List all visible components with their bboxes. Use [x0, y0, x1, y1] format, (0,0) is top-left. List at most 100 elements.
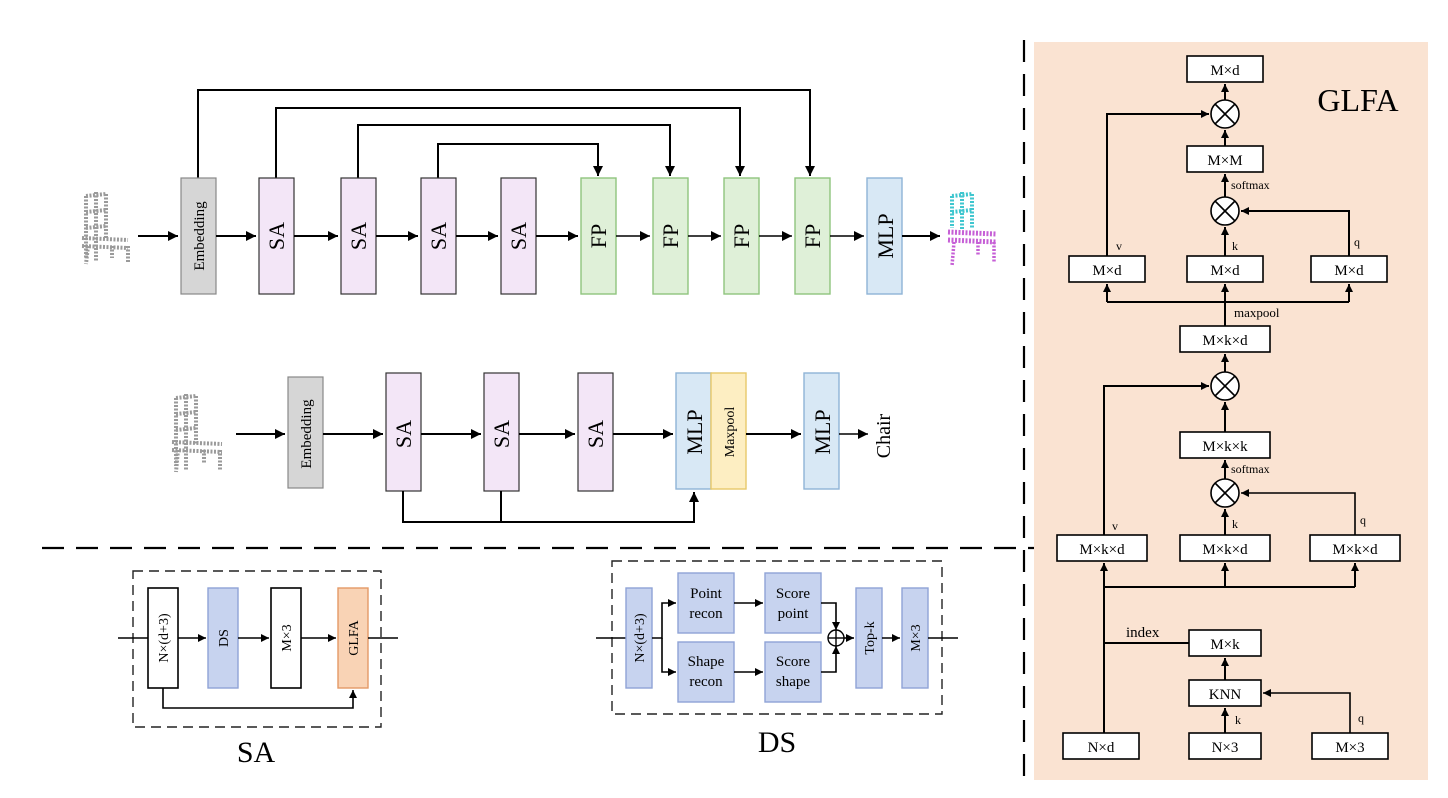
cls-mlp-block-2: [803, 372, 840, 490]
ds-block-detail: N×(d+3) Point recon Shape recon Score po…: [596, 560, 958, 759]
seg-sa-label-2: SA: [346, 222, 371, 250]
ds-add-icon: [827, 629, 845, 647]
sa-input-label: N×(d+3): [157, 613, 172, 663]
glfa-k-top-box: [1186, 255, 1264, 283]
cls-embedding-block: [287, 376, 324, 489]
glfa-title: GLFA: [1317, 82, 1398, 118]
glfa-v-top-label: M×d: [1092, 263, 1122, 279]
ds-shape-recon-line2: recon: [689, 674, 723, 690]
glfa-out-label: M×d: [1210, 63, 1240, 79]
ds-caption: DS: [758, 726, 796, 759]
glfa-q-label-mid: q: [1360, 513, 1366, 527]
glfa-mkk-box: [1179, 431, 1271, 459]
glfa-softmax-mid: softmax: [1231, 462, 1270, 476]
glfa-mkd-top-label: M×k×d: [1202, 333, 1248, 349]
seg-sa-label-4: SA: [506, 222, 531, 250]
cls-sa-label-2: SA: [489, 420, 514, 448]
seg-fp-label-4: FP: [800, 224, 825, 248]
ds-input-box: [625, 587, 653, 689]
ds-score-shape-line1: Score: [776, 654, 810, 670]
glfa-out-box: [1186, 55, 1264, 83]
cls-input-chair-pointcloud: [171, 394, 223, 473]
cls-sa-label-1: SA: [391, 420, 416, 448]
classification-pipeline: Embedding SA SA SA MLP Maxpool MLP Chair: [171, 372, 895, 523]
seg-sa-label-3: SA: [426, 222, 451, 250]
glfa-k-top-label: M×d: [1210, 263, 1240, 279]
ds-point-recon-line1: Point: [690, 586, 723, 602]
seg-embedding-block: [180, 177, 217, 295]
glfa-mk-label: M×k: [1210, 637, 1240, 653]
cls-output-label: Chair: [873, 413, 895, 458]
sa-caption: SA: [237, 736, 276, 769]
seg-embedding-label: Embedding: [192, 201, 208, 271]
glfa-m3-label: M×3: [1335, 740, 1364, 756]
glfa-v-top-box: [1068, 255, 1146, 283]
glfa-k-mid-label: M×k×d: [1202, 542, 1248, 558]
seg-fp-block-3: [723, 177, 760, 295]
ds-topk-label: Top-k: [863, 621, 878, 654]
seg-fp-block-4: [794, 177, 831, 295]
glfa-matmul-icon-4: [1210, 478, 1240, 508]
glfa-matmul-icon-top: [1210, 99, 1240, 129]
glfa-k-label-top: k: [1232, 239, 1238, 253]
glfa-q-mid-box: [1309, 534, 1401, 562]
glfa-nd-label: N×d: [1088, 740, 1115, 756]
glfa-v-mid-label: M×k×d: [1079, 542, 1125, 558]
seg-fp-label-3: FP: [729, 224, 754, 248]
seg-fp-label-1: FP: [586, 224, 611, 248]
glfa-index-label: index: [1126, 625, 1160, 641]
glfa-q-mid-label: M×k×d: [1332, 542, 1378, 558]
glfa-knn-label: KNN: [1209, 687, 1242, 703]
segmentation-pipeline: Embedding SA SA SA SA FP FP FP FP MLP: [81, 89, 997, 295]
sa-ds-label: DS: [217, 629, 232, 647]
cls-mlp-label-2: MLP: [810, 409, 835, 454]
ds-point-recon-box: [677, 572, 735, 634]
glfa-mm-label: M×M: [1207, 153, 1242, 169]
ds-score-point-line2: point: [778, 606, 810, 622]
cls-embedding-label: Embedding: [299, 399, 315, 469]
ds-point-recon-line2: recon: [689, 606, 723, 622]
ds-score-shape-box: [764, 641, 822, 703]
glfa-mk-box: [1188, 629, 1262, 657]
ds-score-point-line1: Score: [776, 586, 810, 602]
glfa-k-label-bot: k: [1235, 713, 1241, 727]
cls-maxpool-block: [710, 372, 747, 490]
glfa-v-label-top: v: [1116, 239, 1122, 253]
glfa-v-mid-box: [1056, 534, 1148, 562]
sa-ds-box: [207, 587, 239, 689]
glfa-softmax-top: softmax: [1231, 178, 1270, 192]
sa-block-detail: N×(d+3) DS M×3 GLFA SA: [118, 570, 398, 769]
glfa-v-label-mid: v: [1112, 519, 1118, 533]
sa-m3-label: M×3: [280, 624, 295, 651]
glfa-q-label-bot: q: [1358, 711, 1364, 725]
sa-m3-box: [270, 587, 302, 689]
glfa-k-label-mid: k: [1232, 517, 1238, 531]
cls-sa-label-3: SA: [583, 420, 608, 448]
ds-input-label: N×(d+3): [633, 613, 648, 663]
glfa-mkd-top-box: [1179, 325, 1271, 353]
glfa-detail: GLFA M×d M×M softmax M×d M×d M×d v k q: [1056, 55, 1401, 760]
seg-sa-block-1: [258, 177, 295, 295]
glfa-nd-box: [1062, 732, 1140, 760]
glfa-q-label-top: q: [1354, 235, 1360, 249]
seg-sa-block-4: [500, 177, 537, 295]
cls-mlp-block-1: [675, 372, 712, 490]
seg-sa-label-1: SA: [264, 222, 289, 250]
seg-fp-label-2: FP: [658, 224, 683, 248]
ds-m3-box: [901, 587, 929, 689]
sa-glfa-label: GLFA: [347, 619, 362, 655]
glfa-maxpool-label: maxpool: [1234, 305, 1280, 320]
input-chair-pointcloud: [81, 192, 130, 265]
glfa-k-mid-box: [1179, 534, 1271, 562]
output-segmented-chair: [947, 192, 997, 267]
cls-mlp-label-1: MLP: [682, 409, 707, 454]
cls-maxpool-label: Maxpool: [723, 407, 738, 458]
glfa-knn-box: [1188, 679, 1262, 707]
seg-mlp-label: MLP: [873, 213, 898, 258]
ds-shape-recon-line1: Shape: [688, 654, 725, 670]
glfa-n3-label: N×3: [1212, 740, 1239, 756]
glfa-matmul-icon-3: [1210, 371, 1240, 401]
glfa-q-top-box: [1310, 255, 1388, 283]
glfa-mkk-label: M×k×k: [1202, 439, 1248, 455]
